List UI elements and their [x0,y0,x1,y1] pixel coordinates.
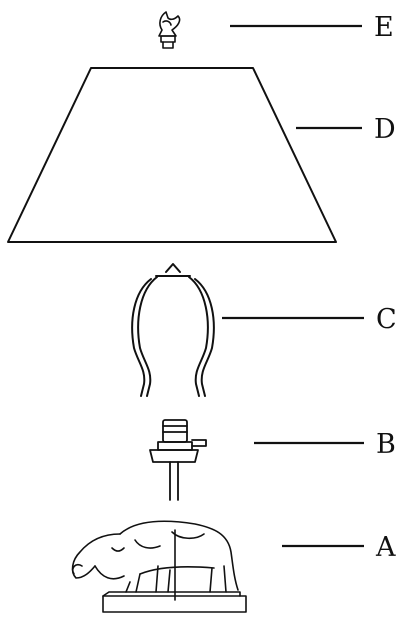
finial-drawing [158,11,181,49]
lampshade-drawing [7,67,337,243]
shade-label: D [374,114,396,145]
harp-drawing [131,263,215,397]
socket-label: B [376,429,396,460]
harp-label: C [376,304,397,335]
base-label: A [375,532,396,563]
base-drawing [71,520,247,613]
callouts: E D C B A [222,12,397,563]
socket-drawing [149,419,207,501]
finial-label: E [374,12,394,43]
